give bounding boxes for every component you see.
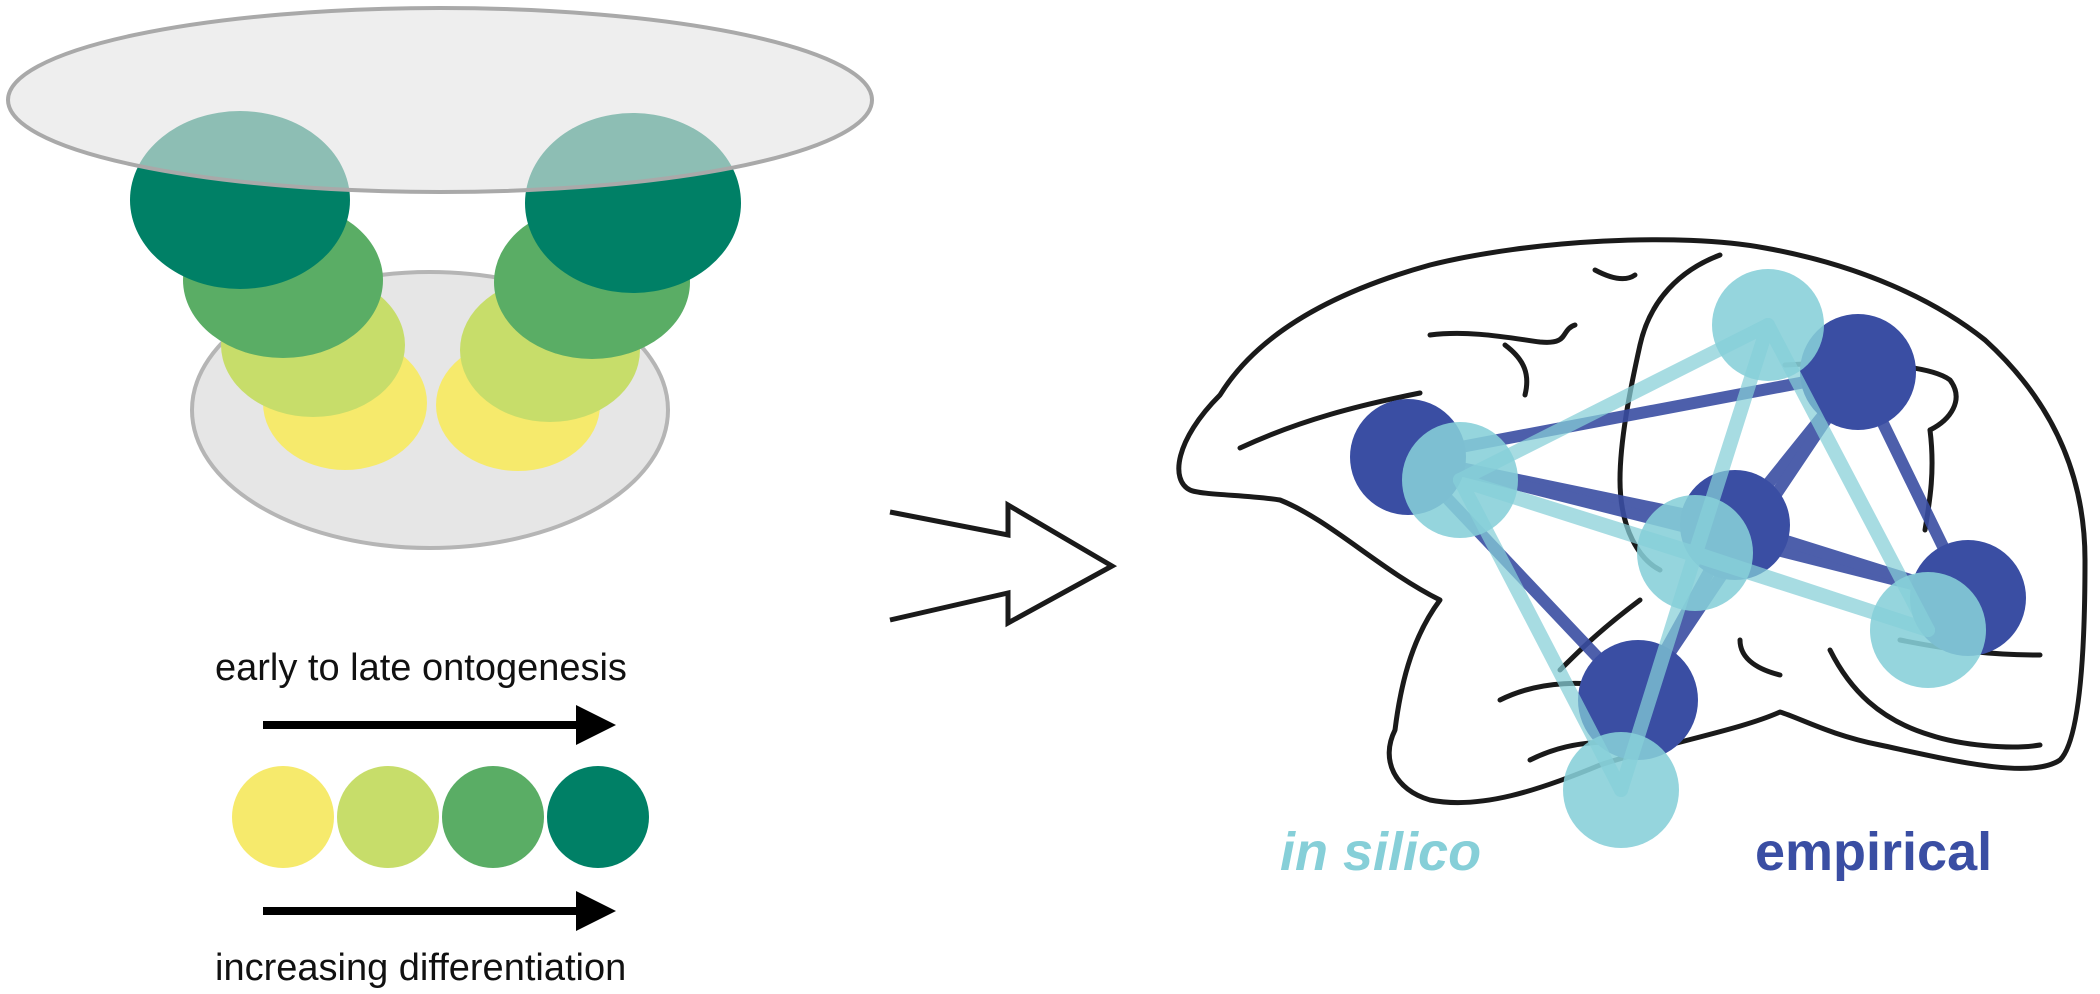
differentiation-arrow [263,891,616,931]
brain-sulcus-4 [1592,267,1638,282]
transition-arrow-icon [889,500,1118,628]
gradient-legend: early to late ontogenesis increasing dif… [215,647,649,989]
brain-sulcus-2 [1427,322,1578,345]
differentiation-label: increasing differentiation [215,947,626,989]
ontogenesis-label: early to late ontogenesis [215,647,627,689]
stage-4-swatch [547,766,649,868]
brain-sulcus-12 [1737,637,1783,678]
upper-tissue-disc [6,6,874,194]
brain-sulcus-8 [1827,647,2043,750]
stage-3-swatch [442,766,544,868]
empirical-label: empirical [1755,822,1992,882]
in-silico-node-5 [1563,732,1679,848]
network-legend: in silico empirical [1280,822,1992,882]
in-silico-label: in silico [1280,822,1481,882]
right-gradient-column [436,113,741,471]
brain-network [1176,237,2088,848]
stage-color-swatches [232,766,649,868]
in-silico-node-1 [1402,422,1518,538]
ontogenesis-arrow [263,705,616,745]
stage-2-swatch [337,766,439,868]
in-silico-nodes [1402,269,1986,848]
in-silico-node-3 [1637,495,1753,611]
empirical-node-5 [1578,640,1698,760]
empirical-node-2 [1800,314,1916,430]
brain-sulcus-13 [1557,597,1643,673]
in-silico-node-2 [1712,269,1824,381]
in-silico-node-4 [1870,572,1986,688]
developmental-model [6,6,874,550]
brain-sulcus-3 [1502,342,1530,398]
stage-1-swatch [232,766,334,868]
brain-hemisphere-outline [1176,237,2088,806]
brain-sulcus-1 [1237,390,1423,451]
